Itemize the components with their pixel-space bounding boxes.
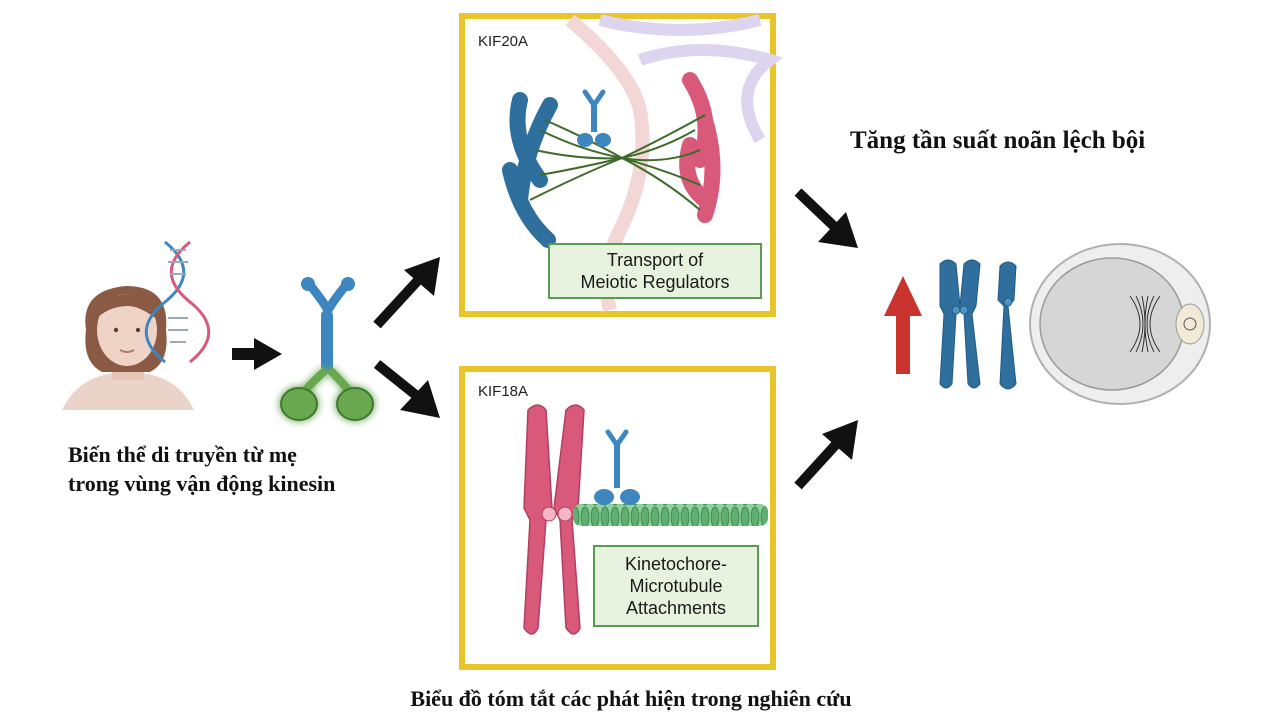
kinetochore-box-line2: Microtubule [629, 576, 723, 596]
right-title: Tăng tần suất noãn lệch bội [850, 127, 1146, 154]
kinetochore-box: Kinetochore- Microtubule Attachments [593, 545, 759, 627]
arrow-to-kinesin [232, 338, 282, 370]
arrow-to-kif20a [373, 257, 440, 329]
transport-box-line1: Transport of [606, 250, 704, 270]
arrow-from-kif18a [794, 420, 858, 490]
bottom-caption: Biểu đồ tóm tắt các phát hiện trong nghi… [410, 686, 852, 711]
woman-icon [62, 286, 194, 410]
kif20a-label: KIF20A [478, 33, 529, 50]
transport-box: Transport of Meiotic Regulators [548, 243, 762, 299]
kif18a-label: KIF18A [478, 383, 529, 400]
kinesin-icon [280, 277, 374, 421]
dna-helix-icon [144, 240, 211, 364]
up-arrow-icon [884, 276, 922, 374]
kinetochore-box-line1: Kinetochore- [624, 554, 728, 574]
left-caption-line1: Biến thể di truyền từ mẹ [68, 442, 297, 467]
arrow-from-kif20a [794, 188, 858, 248]
left-caption: Biến thể di truyền từ mẹ trong vùng vận … [68, 440, 428, 498]
aneuploid-chromosomes [939, 259, 1017, 390]
arrow-to-kif18a [373, 360, 440, 418]
kinetochore-box-line3: Attachments [625, 598, 727, 618]
transport-box-line2: Meiotic Regulators [580, 272, 730, 292]
oocyte-icon [1029, 243, 1211, 405]
left-caption-line2: trong vùng vận động kinesin [68, 471, 336, 496]
